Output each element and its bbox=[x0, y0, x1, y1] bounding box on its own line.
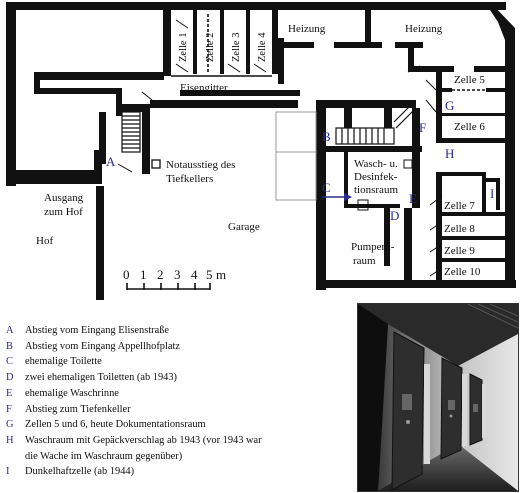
marker-b: B bbox=[322, 129, 331, 144]
legend-key: D bbox=[6, 372, 14, 384]
marker-g: G bbox=[445, 98, 454, 113]
legend-row: B Abstieg vom Eingang Appellhofplatz bbox=[6, 339, 344, 355]
legend-text: die Wache im Waschraum gegenüber) bbox=[25, 450, 183, 462]
legend-key: G bbox=[6, 419, 14, 431]
legend-text: Dunkelhaftzelle (ab 1944) bbox=[25, 466, 135, 478]
label-pumpen-2: raum bbox=[353, 255, 376, 267]
label-garage: Garage bbox=[228, 221, 260, 233]
marker-c: C bbox=[322, 180, 331, 195]
label-eisengitter: Eisengitter bbox=[180, 82, 228, 94]
legend-key: E bbox=[6, 387, 13, 399]
legend-text: Abstieg vom Eingang Appellhofplatz bbox=[25, 340, 180, 352]
corridor-photo-drawing bbox=[358, 304, 518, 491]
scale-tick-5: 5 bbox=[206, 267, 213, 282]
label-zelle-8: Zelle 8 bbox=[444, 223, 475, 235]
label-ausgang-2: zum Hof bbox=[44, 206, 83, 218]
legend-text: zwei ehemaligen Toiletten (ab 1943) bbox=[25, 372, 177, 384]
legend-row: G Zellen 5 und 6, heute Dokumentationsrau… bbox=[6, 417, 344, 433]
label-hof: Hof bbox=[36, 235, 53, 247]
label-wasch-2: Desinfek- bbox=[354, 171, 398, 183]
marker-h: H bbox=[445, 146, 454, 161]
legend-row: I Dunkelhaftzelle (ab 1944) bbox=[6, 464, 344, 480]
markers: A B C D E F G H I bbox=[106, 98, 494, 223]
legend-row: die Wache im Waschraum gegenüber) bbox=[6, 449, 344, 465]
legend-key: F bbox=[6, 403, 12, 415]
legend-key: A bbox=[6, 325, 14, 336]
label-zelle-7: Zelle 7 bbox=[444, 200, 475, 212]
room-labels: Zelle 1 Zelle 2 Zelle 3 Zelle 4 Heizung … bbox=[36, 23, 485, 278]
marker-c-arrow bbox=[322, 193, 352, 201]
corridor-photo bbox=[357, 303, 519, 492]
floor-plan: Zelle 1 Zelle 2 Zelle 3 Zelle 4 Heizung … bbox=[6, 2, 516, 300]
label-notausstieg-1: Notausstieg des bbox=[166, 159, 235, 171]
legend: A Abstieg vom Eingang Elisenstraße B Absti… bbox=[6, 323, 344, 480]
stairs bbox=[121, 103, 415, 153]
legend-text: Waschraum mit Gepäckverschlag ab 1943 (v… bbox=[25, 434, 262, 446]
label-zelle-9: Zelle 9 bbox=[444, 245, 475, 257]
legend-row: A Abstieg vom Eingang Elisenstraße bbox=[6, 323, 344, 339]
marker-a: A bbox=[106, 154, 116, 169]
walls bbox=[6, 2, 516, 300]
marker-i: I bbox=[490, 186, 494, 201]
legend-row: F Abstieg zum Tiefenkeller bbox=[6, 402, 344, 418]
label-zelle-10: Zelle 10 bbox=[444, 266, 481, 278]
legend-key: I bbox=[6, 466, 10, 478]
label-zelle-5: Zelle 5 bbox=[454, 74, 485, 86]
legend-key: C bbox=[6, 356, 13, 368]
legend-key: B bbox=[6, 340, 13, 352]
legend-key bbox=[6, 449, 25, 465]
legend-key: H bbox=[6, 434, 14, 446]
scale-unit: m bbox=[216, 267, 226, 282]
label-notausstieg-2: Tiefkellers bbox=[166, 173, 213, 185]
legend-row: H Waschraum mit Gepäckverschlag ab 1943 (… bbox=[6, 433, 344, 449]
scale-tick-3: 3 bbox=[174, 267, 181, 282]
label-zelle-6: Zelle 6 bbox=[454, 121, 485, 133]
legend-text: Abstieg vom Eingang Elisenstraße bbox=[25, 325, 169, 336]
label-wasch-3: tionsraum bbox=[354, 184, 398, 196]
scale-bar: 0 1 2 3 4 5 m bbox=[123, 267, 226, 290]
label-heizung-1: Heizung bbox=[288, 23, 326, 35]
label-zelle-2: Zelle 2 bbox=[205, 33, 216, 62]
marker-e: E bbox=[409, 191, 417, 206]
label-wasch-1: Wasch- u. bbox=[354, 158, 398, 170]
legend-text: ehemalige Waschrinne bbox=[25, 387, 119, 399]
legend-text: ehemalige Toilette bbox=[25, 356, 102, 368]
scale-tick-2: 2 bbox=[157, 267, 164, 282]
legend-text: Zellen 5 und 6, heute Dokumentationsraum bbox=[25, 419, 206, 431]
legend-text: Abstieg zum Tiefenkeller bbox=[25, 403, 131, 415]
label-zelle-1: Zelle 1 bbox=[178, 33, 189, 62]
scale-tick-1: 1 bbox=[140, 267, 147, 282]
label-ausgang-1: Ausgang bbox=[44, 192, 84, 204]
marker-d: D bbox=[390, 208, 399, 223]
label-heizung-2: Heizung bbox=[405, 23, 443, 35]
scale-tick-0: 0 bbox=[123, 267, 130, 282]
marker-f: F bbox=[419, 120, 426, 135]
label-zelle-3: Zelle 3 bbox=[231, 33, 242, 62]
scale-tick-4: 4 bbox=[191, 267, 198, 282]
fixtures bbox=[117, 14, 486, 277]
label-zelle-4: Zelle 4 bbox=[257, 32, 268, 62]
label-pumpen-1: Pumpern- bbox=[351, 241, 395, 253]
